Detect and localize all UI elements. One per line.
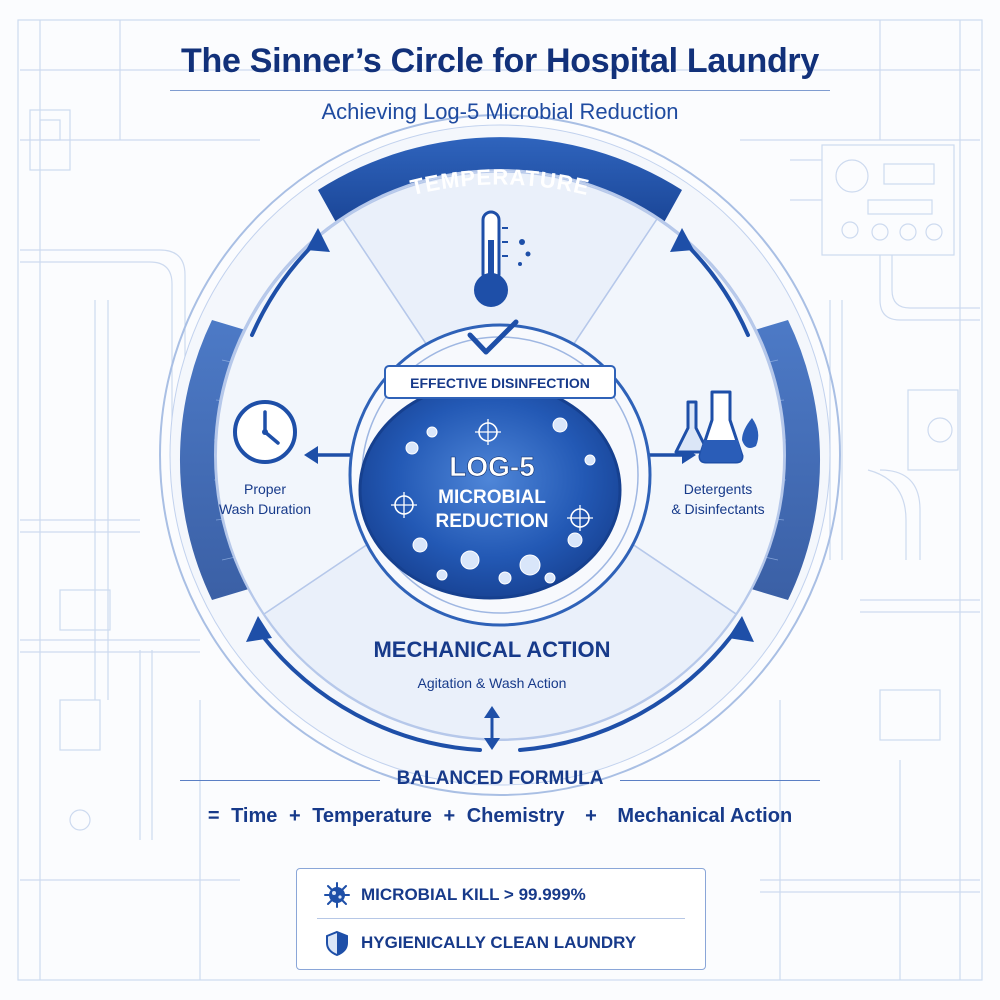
thermometer-icon — [474, 210, 531, 307]
arrow-bottom-right — [518, 628, 738, 752]
flask-icon — [674, 390, 759, 464]
microbe-icon — [324, 882, 350, 908]
page-title: The Sinner’s Circle for Hospital Laundry — [181, 42, 819, 80]
core-text-line3: REDUCTION — [436, 511, 549, 532]
vertical-double-arrow — [484, 706, 500, 750]
center-banner — [384, 365, 616, 399]
arrowhead-left-connector — [304, 446, 318, 464]
core-text-line2: MICROBIAL — [438, 487, 546, 508]
formula-heading-area: BALANCED FORMULA — [180, 766, 820, 796]
right-label-line2: & Disinfectants — [671, 501, 764, 517]
arrowhead-bottom-right — [728, 616, 754, 642]
formula-rule-right — [620, 780, 820, 781]
arrowhead-top-left — [306, 228, 330, 252]
mechanical-action-sublabel: Agitation & Wash Action — [418, 675, 567, 691]
results-divider — [317, 918, 685, 919]
formula-heading: BALANCED FORMULA — [396, 768, 604, 789]
segment-left — [215, 217, 502, 616]
formula-term-mechanical-action: Mechanical Action — [617, 805, 793, 827]
core-text-line1: LOG-5 — [449, 451, 535, 482]
arrowhead-bottom-left — [246, 616, 272, 642]
formula-equals: = — [207, 805, 220, 827]
results-box: MICROBIAL KILL > 99.999% HYGIENICALLY CL… — [296, 868, 706, 970]
title-divider — [170, 90, 830, 91]
formula-term-temperature: Temperature — [312, 805, 432, 827]
formula-equation: = Time + Temperature + Chemistry + Mecha… — [0, 805, 1000, 828]
mechanical-action-label: MECHANICAL ACTION — [373, 637, 610, 662]
hygienically-clean-text: HYGIENICALLY CLEAN LAUNDRY — [361, 933, 637, 952]
segment-right — [498, 217, 785, 616]
segment-top — [341, 171, 659, 457]
arrowhead-top-right — [670, 228, 694, 252]
left-label-line1: Proper — [244, 481, 286, 497]
result-row-kill: MICROBIAL KILL > 99.999% — [323, 879, 586, 911]
formula-rule-left — [180, 780, 380, 781]
microbe-cluster — [391, 417, 596, 585]
formula-plus: + — [288, 805, 301, 827]
formula-term-chemistry: Chemistry — [466, 805, 565, 827]
arrow-bottom-left — [256, 628, 482, 752]
checkmark-icon — [467, 319, 519, 355]
formula-plus: + — [443, 805, 456, 827]
outer-ring — [159, 114, 841, 796]
temperature-band — [318, 137, 682, 226]
result-row-clean: HYGIENICALLY CLEAN LAUNDRY — [323, 927, 636, 959]
center-banner-text: EFFECTIVE DISINFECTION — [410, 375, 590, 391]
shield-icon — [326, 930, 348, 957]
microbial-kill-text: MICROBIAL KILL > 99.999% — [361, 885, 586, 904]
clock-icon — [233, 400, 297, 464]
right-label-line1: Detergents — [684, 481, 752, 497]
left-label-line2: Wash Duration — [219, 501, 311, 517]
page-subtitle: Achieving Log-5 Microbial Reduction — [321, 99, 679, 124]
formula-term-time: Time — [231, 805, 278, 827]
formula-plus: + — [585, 805, 597, 827]
